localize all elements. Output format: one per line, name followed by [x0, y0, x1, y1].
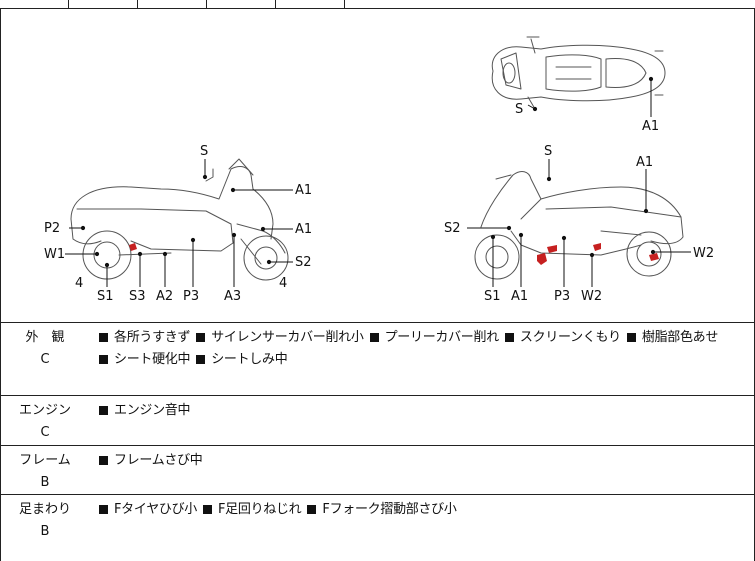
bullet-square-icon — [307, 504, 317, 514]
label-left-a3: A3 — [224, 289, 241, 304]
label-right-w2b: W2 — [581, 289, 602, 304]
category-grade: C — [40, 352, 50, 367]
row-items: フレームさび中 — [93, 450, 749, 472]
column-divider — [275, 0, 276, 9]
damage-diagram: S A1 S A1 A1 P2 W1 S2 4 4 S1 S3 A2 P3 A3… — [0, 9, 755, 322]
category-name: 外 観 — [25, 330, 65, 345]
label-right-a1b: A1 — [511, 289, 528, 304]
condition-item: F足回りねじれ — [197, 502, 302, 517]
row-category: 外 観 C — [1, 323, 89, 371]
left-side-scooter — [70, 158, 289, 281]
condition-item: スクリーンくもり — [499, 330, 621, 345]
bullet-square-icon — [99, 332, 108, 342]
category-grade: B — [40, 524, 50, 539]
label-left-p2: P2 — [44, 221, 60, 236]
bullet-square-icon — [99, 455, 108, 465]
row-engine: エンジン C エンジン音中 — [1, 396, 754, 446]
condition-item: シートしみ中 — [190, 352, 288, 367]
label-left-4a: 4 — [75, 276, 83, 291]
category-grade: C — [40, 425, 50, 440]
label-left-p3: P3 — [183, 289, 199, 304]
label-top-s: S — [515, 102, 523, 117]
row-items: 各所うすきずサイレンサーカバー削れ小プーリーカバー削れスクリーンくもり樹脂部色あ… — [93, 327, 753, 371]
label-left-w1: W1 — [44, 247, 65, 262]
damage-marks — [129, 243, 659, 265]
bullet-square-icon — [99, 504, 108, 514]
label-right-s1: S1 — [484, 289, 501, 304]
column-divider — [344, 0, 345, 9]
top-table-strip — [0, 0, 755, 9]
column-divider — [137, 0, 138, 9]
label-left-s3: S3 — [129, 289, 146, 304]
row-category: フレーム B — [1, 446, 89, 494]
label-right-s: S — [544, 144, 552, 159]
condition-item: Fフォーク摺動部さび小 — [301, 502, 457, 517]
bullet-square-icon — [99, 405, 108, 415]
label-left-a1-lower: A1 — [295, 222, 312, 237]
label-top-a1: A1 — [642, 119, 659, 134]
row-category: 足まわり B — [1, 495, 89, 543]
bullet-square-icon — [369, 332, 379, 342]
label-right-p3: P3 — [554, 289, 570, 304]
bullet-square-icon — [504, 332, 514, 342]
condition-item: プーリーカバー削れ — [364, 330, 499, 345]
condition-item: フレームさび中 — [93, 453, 203, 468]
right-side-scooter — [474, 171, 684, 280]
column-divider — [206, 0, 207, 9]
row-exterior: 外 観 C 各所うすきずサイレンサーカバー削れ小プーリーカバー削れスクリーンくも… — [1, 323, 754, 396]
bullet-square-icon — [196, 332, 206, 342]
condition-item: シート硬化中 — [93, 352, 191, 367]
scooter-diagram-svg: S A1 S A1 A1 P2 W1 S2 4 4 S1 S3 A2 P3 A3… — [44, 36, 714, 304]
label-left-s1: S1 — [97, 289, 114, 304]
category-name: フレーム — [19, 453, 71, 468]
label-right-w2: W2 — [693, 246, 714, 261]
condition-item: エンジン音中 — [93, 403, 191, 418]
label-right-s2: S2 — [444, 221, 461, 236]
label-left-s: S — [200, 144, 208, 159]
category-grade: B — [40, 475, 50, 490]
condition-table: 外 観 C 各所うすきずサイレンサーカバー削れ小プーリーカバー削れスクリーンくも… — [0, 322, 755, 561]
category-name: 足まわり — [18, 502, 71, 517]
row-items: エンジン音中 — [93, 400, 749, 422]
column-divider — [68, 0, 69, 9]
condition-item: 樹脂部色あせ — [621, 330, 718, 345]
condition-item: Fタイヤひび小 — [93, 502, 197, 517]
bullet-square-icon — [99, 354, 108, 364]
condition-item: サイレンサーカバー削れ小 — [190, 330, 364, 345]
row-frame: フレーム B フレームさび中 — [1, 446, 754, 495]
label-right-a1: A1 — [636, 155, 653, 170]
bullet-square-icon — [196, 354, 206, 364]
category-name: エンジン — [18, 403, 71, 418]
label-left-a1-upper: A1 — [295, 183, 312, 198]
label-left-4b: 4 — [279, 276, 287, 291]
row-category: エンジン C — [1, 396, 89, 444]
label-left-a2: A2 — [156, 289, 173, 304]
top-view-scooter — [491, 36, 666, 110]
bullet-square-icon — [626, 332, 636, 342]
condition-item: 各所うすきず — [93, 330, 191, 345]
bullet-square-icon — [203, 504, 212, 514]
label-left-s2: S2 — [295, 255, 312, 270]
